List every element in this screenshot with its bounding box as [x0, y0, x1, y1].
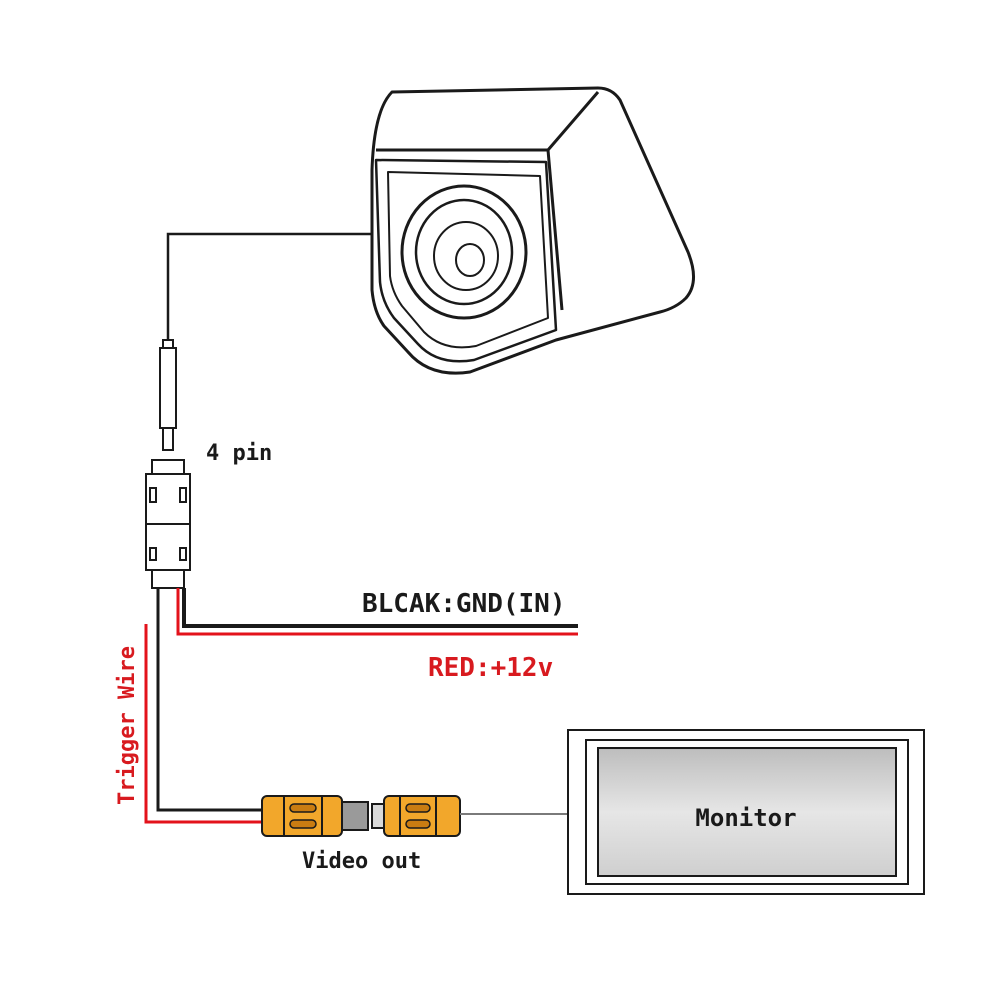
monitor-label: Monitor — [695, 804, 796, 832]
monitor-screen — [597, 747, 897, 877]
ground-wire — [182, 588, 578, 628]
power-label: RED:+12v — [428, 653, 553, 683]
trigger-label: Trigger Wire — [115, 646, 140, 805]
power-wire — [176, 588, 578, 636]
four-pin-socket — [145, 459, 191, 589]
trigger-wire — [144, 624, 266, 824]
four-pin-plug — [159, 339, 177, 451]
camera — [370, 86, 695, 375]
four-pin-label: 4 pin — [206, 441, 272, 466]
ground-label: BLCAK:GND(IN) — [362, 589, 566, 619]
camera-cable — [166, 232, 372, 340]
video-wire — [156, 588, 266, 812]
video-out-label: Video out — [302, 849, 421, 874]
rca-connector-female — [371, 795, 461, 837]
rca-connector-male — [261, 795, 369, 837]
monitor — [567, 729, 925, 895]
